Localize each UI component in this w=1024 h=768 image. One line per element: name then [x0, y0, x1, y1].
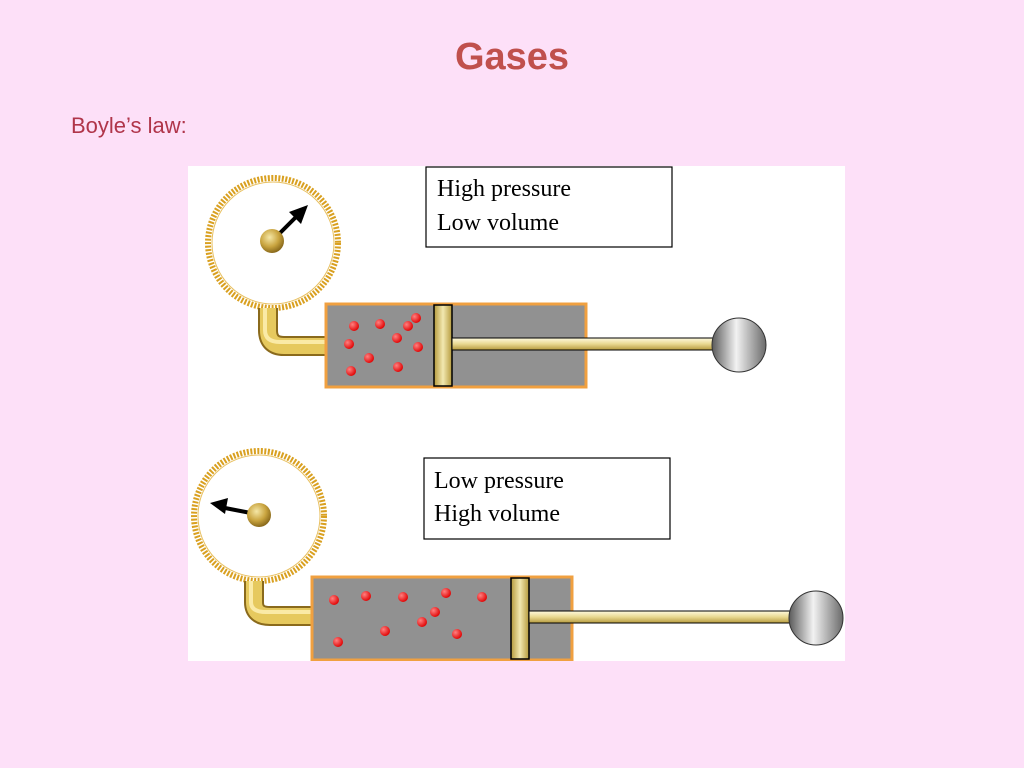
bottom-gauge-pivot — [247, 503, 271, 527]
slide-title: Gases — [454, 36, 570, 78]
top-molecules — [344, 313, 423, 376]
top-piston-rod — [451, 337, 717, 351]
top-gauge-inner-ring — [211, 181, 335, 305]
top-apparatus: High pressure Low volume — [205, 166, 767, 389]
top-label-line2: Low volume — [437, 210, 559, 236]
top-rod-knob — [711, 317, 767, 373]
top-label-line1: High pressure — [437, 176, 571, 202]
boyles-law-diagram: High pressure Low volume — [188, 166, 845, 661]
bottom-piston — [510, 577, 530, 660]
bottom-gauge-inner-ring — [197, 454, 321, 578]
slide-subtitle: Boyle’s law: — [71, 113, 187, 138]
bottom-rod-knob — [788, 590, 844, 646]
bottom-label-line1: Low pressure — [434, 468, 564, 494]
bottom-label-line2: High volume — [434, 501, 560, 527]
bottom-apparatus: Low pressure High volume — [191, 448, 844, 661]
bottom-piston-rod — [528, 610, 794, 624]
bottom-molecules — [329, 588, 487, 647]
bottom-label-box — [423, 457, 671, 540]
top-gauge-pivot — [260, 229, 284, 253]
top-gauge-needle-arrow — [289, 205, 308, 224]
bottom-gauge-needle-arrow — [210, 498, 228, 514]
top-piston — [433, 304, 453, 387]
top-label-box — [425, 166, 673, 248]
